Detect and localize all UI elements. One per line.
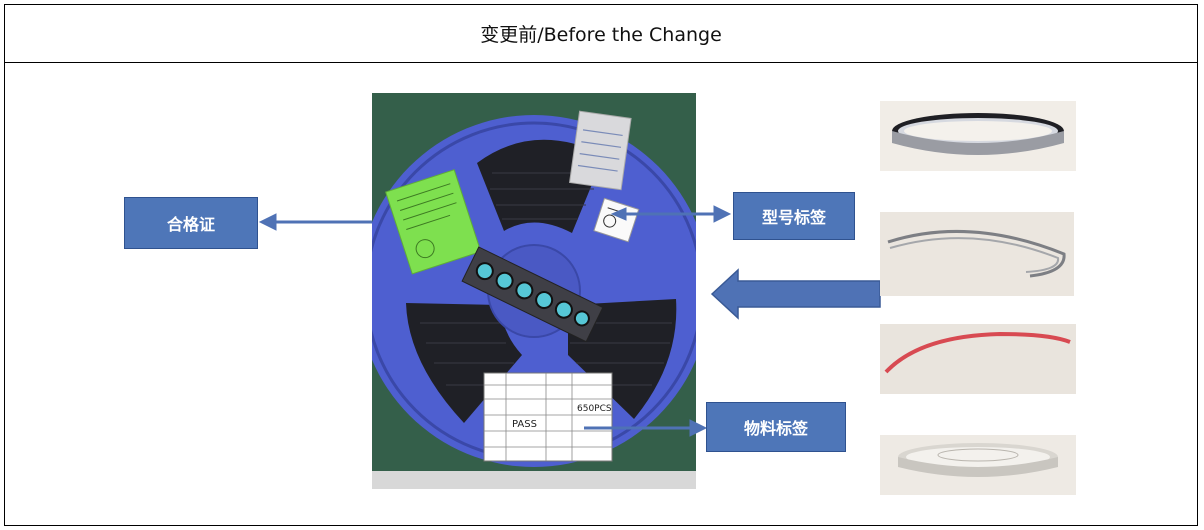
material-label-result: PASS bbox=[512, 419, 537, 430]
tape-photo-black-roll bbox=[880, 101, 1076, 171]
material-label-qty: 650PCS bbox=[577, 404, 612, 414]
reel-photo: 650PCS PASS bbox=[372, 93, 696, 489]
model-label-callout: 型号标签 bbox=[733, 192, 855, 240]
page-title: 变更前/Before the Change bbox=[5, 5, 1197, 63]
certificate-callout: 合格证 bbox=[124, 197, 258, 249]
tape-photo-white-roll bbox=[880, 435, 1076, 495]
tape-photo-gray-strip bbox=[880, 212, 1074, 296]
material-label-callout: 物料标签 bbox=[706, 402, 846, 452]
tape-photo-red-strip bbox=[880, 324, 1076, 394]
document-frame: 变更前/Before the Change bbox=[4, 4, 1198, 526]
